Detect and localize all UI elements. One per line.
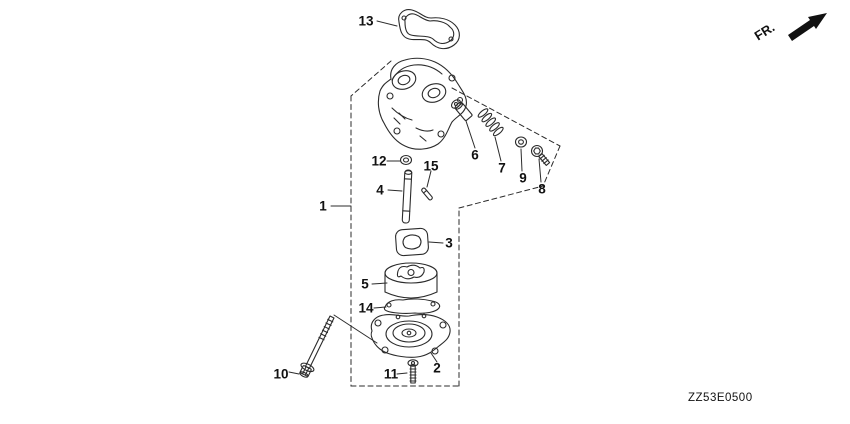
part-9-washer xyxy=(514,136,528,148)
part-label-13: 13 xyxy=(358,13,374,29)
fr-direction-arrow-icon xyxy=(788,13,827,41)
part-8-bolt xyxy=(530,144,551,166)
part-label-5: 5 xyxy=(361,276,369,292)
part-10-flange-bolt xyxy=(299,315,335,378)
part-label-6: 6 xyxy=(471,147,479,163)
part-label-8: 8 xyxy=(538,181,546,197)
part-4-shaft xyxy=(401,169,413,224)
part-label-11: 11 xyxy=(383,366,399,382)
part-label-9: 9 xyxy=(519,170,527,186)
part-13-gasket xyxy=(398,9,460,50)
part-7-spring xyxy=(477,108,504,137)
part-14-gasket xyxy=(383,298,441,314)
part-11-bolt xyxy=(407,359,419,384)
part-5-outer-rotor xyxy=(384,262,438,299)
part-12-washer xyxy=(399,154,413,166)
part-3-inner-rotor xyxy=(395,227,429,257)
part-label-1: 1 xyxy=(319,198,327,214)
part-label-4: 4 xyxy=(376,182,384,198)
part-6-plunger xyxy=(454,101,473,121)
part-label-3: 3 xyxy=(445,235,453,251)
part-label-2: 2 xyxy=(433,360,441,376)
pump-body xyxy=(377,57,467,150)
part-label-12: 12 xyxy=(371,153,387,169)
assembly-dashed-outline xyxy=(350,60,561,387)
part-15-pin xyxy=(421,187,433,201)
part-label-15: 15 xyxy=(423,158,439,174)
part-label-7: 7 xyxy=(498,160,506,176)
part-label-10: 10 xyxy=(273,366,289,382)
part-2-pump-cover xyxy=(370,313,451,358)
part-label-14: 14 xyxy=(358,300,374,316)
diagram-code: ZZ53E0500 xyxy=(688,392,753,404)
